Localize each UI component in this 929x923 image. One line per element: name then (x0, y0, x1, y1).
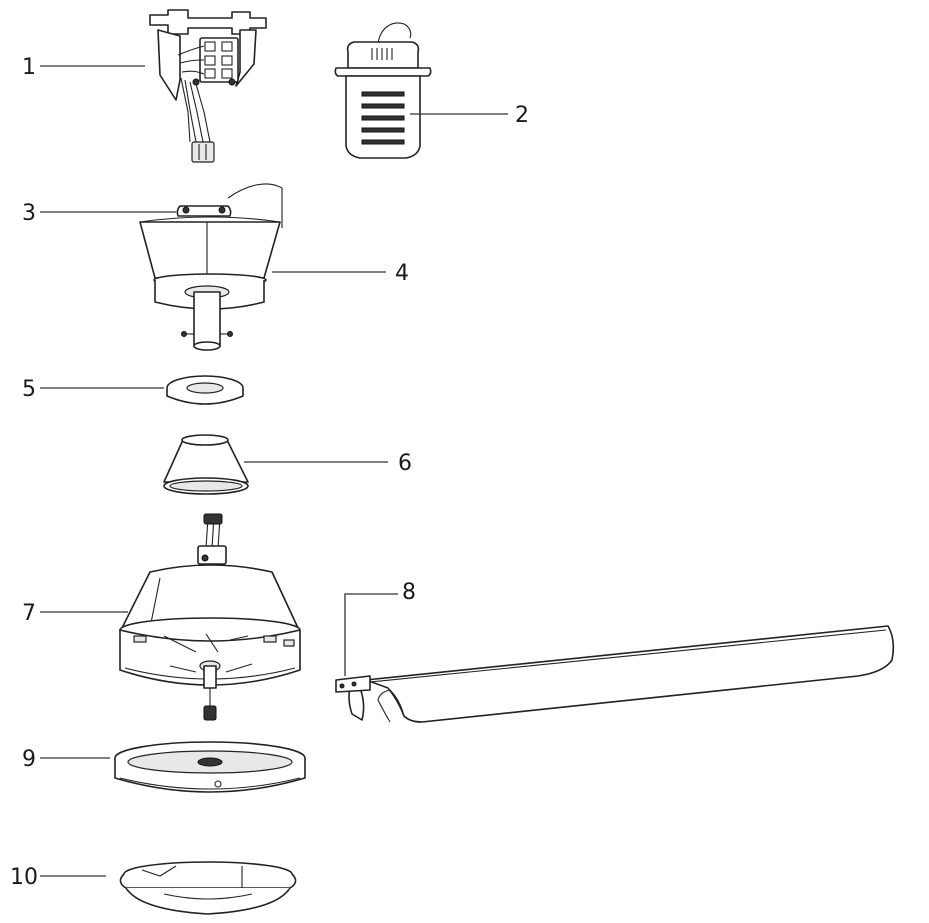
leader-line-8 (344, 593, 398, 676)
callout-7: 7 (22, 601, 36, 626)
part-bottom-ring (114, 741, 306, 793)
part-canopy (139, 183, 283, 351)
callout-10: 10 (10, 865, 38, 890)
part-washer-ring (166, 375, 244, 405)
part-collar (163, 434, 249, 495)
part-motor-housing (119, 513, 301, 721)
callout-9: 9 (22, 747, 36, 772)
callout-3: 3 (22, 201, 36, 226)
callout-5: 5 (22, 377, 36, 402)
part-mounting-bracket (149, 9, 267, 163)
part-fan-blade (335, 625, 895, 723)
part-receiver (334, 22, 432, 159)
callout-1: 1 (22, 55, 36, 80)
callout-8: 8 (402, 580, 416, 605)
part-light-cover (119, 861, 297, 915)
callout-4: 4 (395, 261, 409, 286)
callout-2: 2 (515, 103, 529, 128)
callout-6: 6 (398, 451, 412, 476)
